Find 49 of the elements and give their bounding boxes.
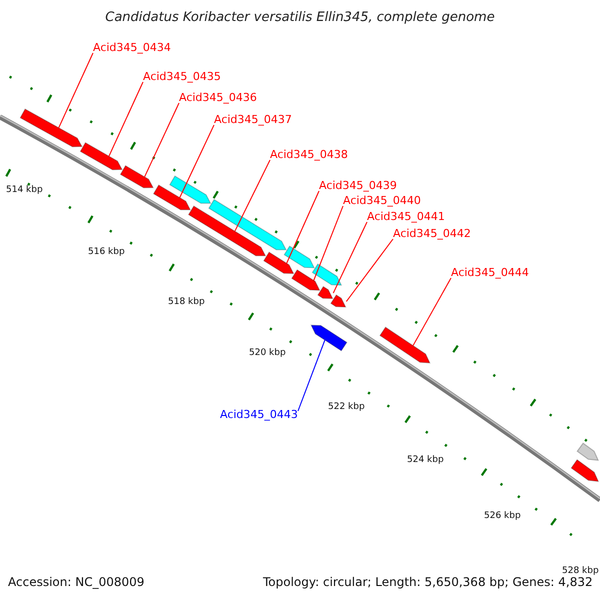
leader-line <box>234 160 270 232</box>
gene-label: Acid345_0443 <box>220 409 298 421</box>
gene-block <box>312 263 342 286</box>
footer-text: Accession: NC_008009 <box>8 576 144 588</box>
leader-line <box>286 190 320 264</box>
gene-label: Acid345_0436 <box>179 92 257 104</box>
gene-block <box>20 108 83 148</box>
scale-label: 522 kbp <box>328 401 365 413</box>
gene-block <box>379 326 431 364</box>
scale-label: 514 kbp <box>6 184 43 196</box>
gene-label: Acid345_0435 <box>143 71 221 83</box>
gene-label: Acid345_0437 <box>214 114 292 126</box>
leader-line <box>412 278 452 346</box>
gene-block <box>80 142 123 170</box>
scale-label: 526 kbp <box>484 510 521 522</box>
scale-label: 520 kbp <box>249 347 286 359</box>
gene-label: Acid345_0438 <box>270 149 348 161</box>
gene-block <box>284 246 315 268</box>
leader-line <box>332 222 368 294</box>
gene-block <box>310 324 348 352</box>
footer-text: Topology: circular; Length: 5,650,368 bp; Genes: 4,832 <box>263 576 593 588</box>
gene-block <box>291 269 320 291</box>
gene-block <box>570 459 600 482</box>
leader-line <box>298 340 326 412</box>
gene-label: Acid345_0434 <box>93 42 171 54</box>
scale-label: 518 kbp <box>168 296 205 308</box>
gene-label: Acid345_0444 <box>451 267 529 279</box>
scale-label: 528 kbp <box>562 565 599 577</box>
scale-label: 524 kbp <box>407 454 444 466</box>
gene-label: Acid345_0442 <box>393 228 471 240</box>
gene-block <box>263 252 294 274</box>
gene-label: Acid345_0440 <box>343 195 421 207</box>
gene-block <box>330 294 346 308</box>
leader-line <box>313 206 344 281</box>
gene-block <box>169 175 212 204</box>
gene-block <box>208 198 287 250</box>
leader-line <box>58 52 94 128</box>
scale-label: 516 kbp <box>88 246 125 258</box>
title: Candidatus Koribacter versatilis Ellin345, complete genome <box>104 12 496 24</box>
gene-block <box>576 442 600 461</box>
gene-label: Acid345_0441 <box>367 211 445 223</box>
leader-line <box>179 124 214 198</box>
gene-block <box>188 205 266 256</box>
leader-line <box>144 102 180 178</box>
gene-block <box>152 184 192 210</box>
leader-line <box>346 238 394 302</box>
gene-block <box>120 165 154 188</box>
leader-line <box>108 82 144 157</box>
gene-label: Acid345_0439 <box>319 180 397 192</box>
